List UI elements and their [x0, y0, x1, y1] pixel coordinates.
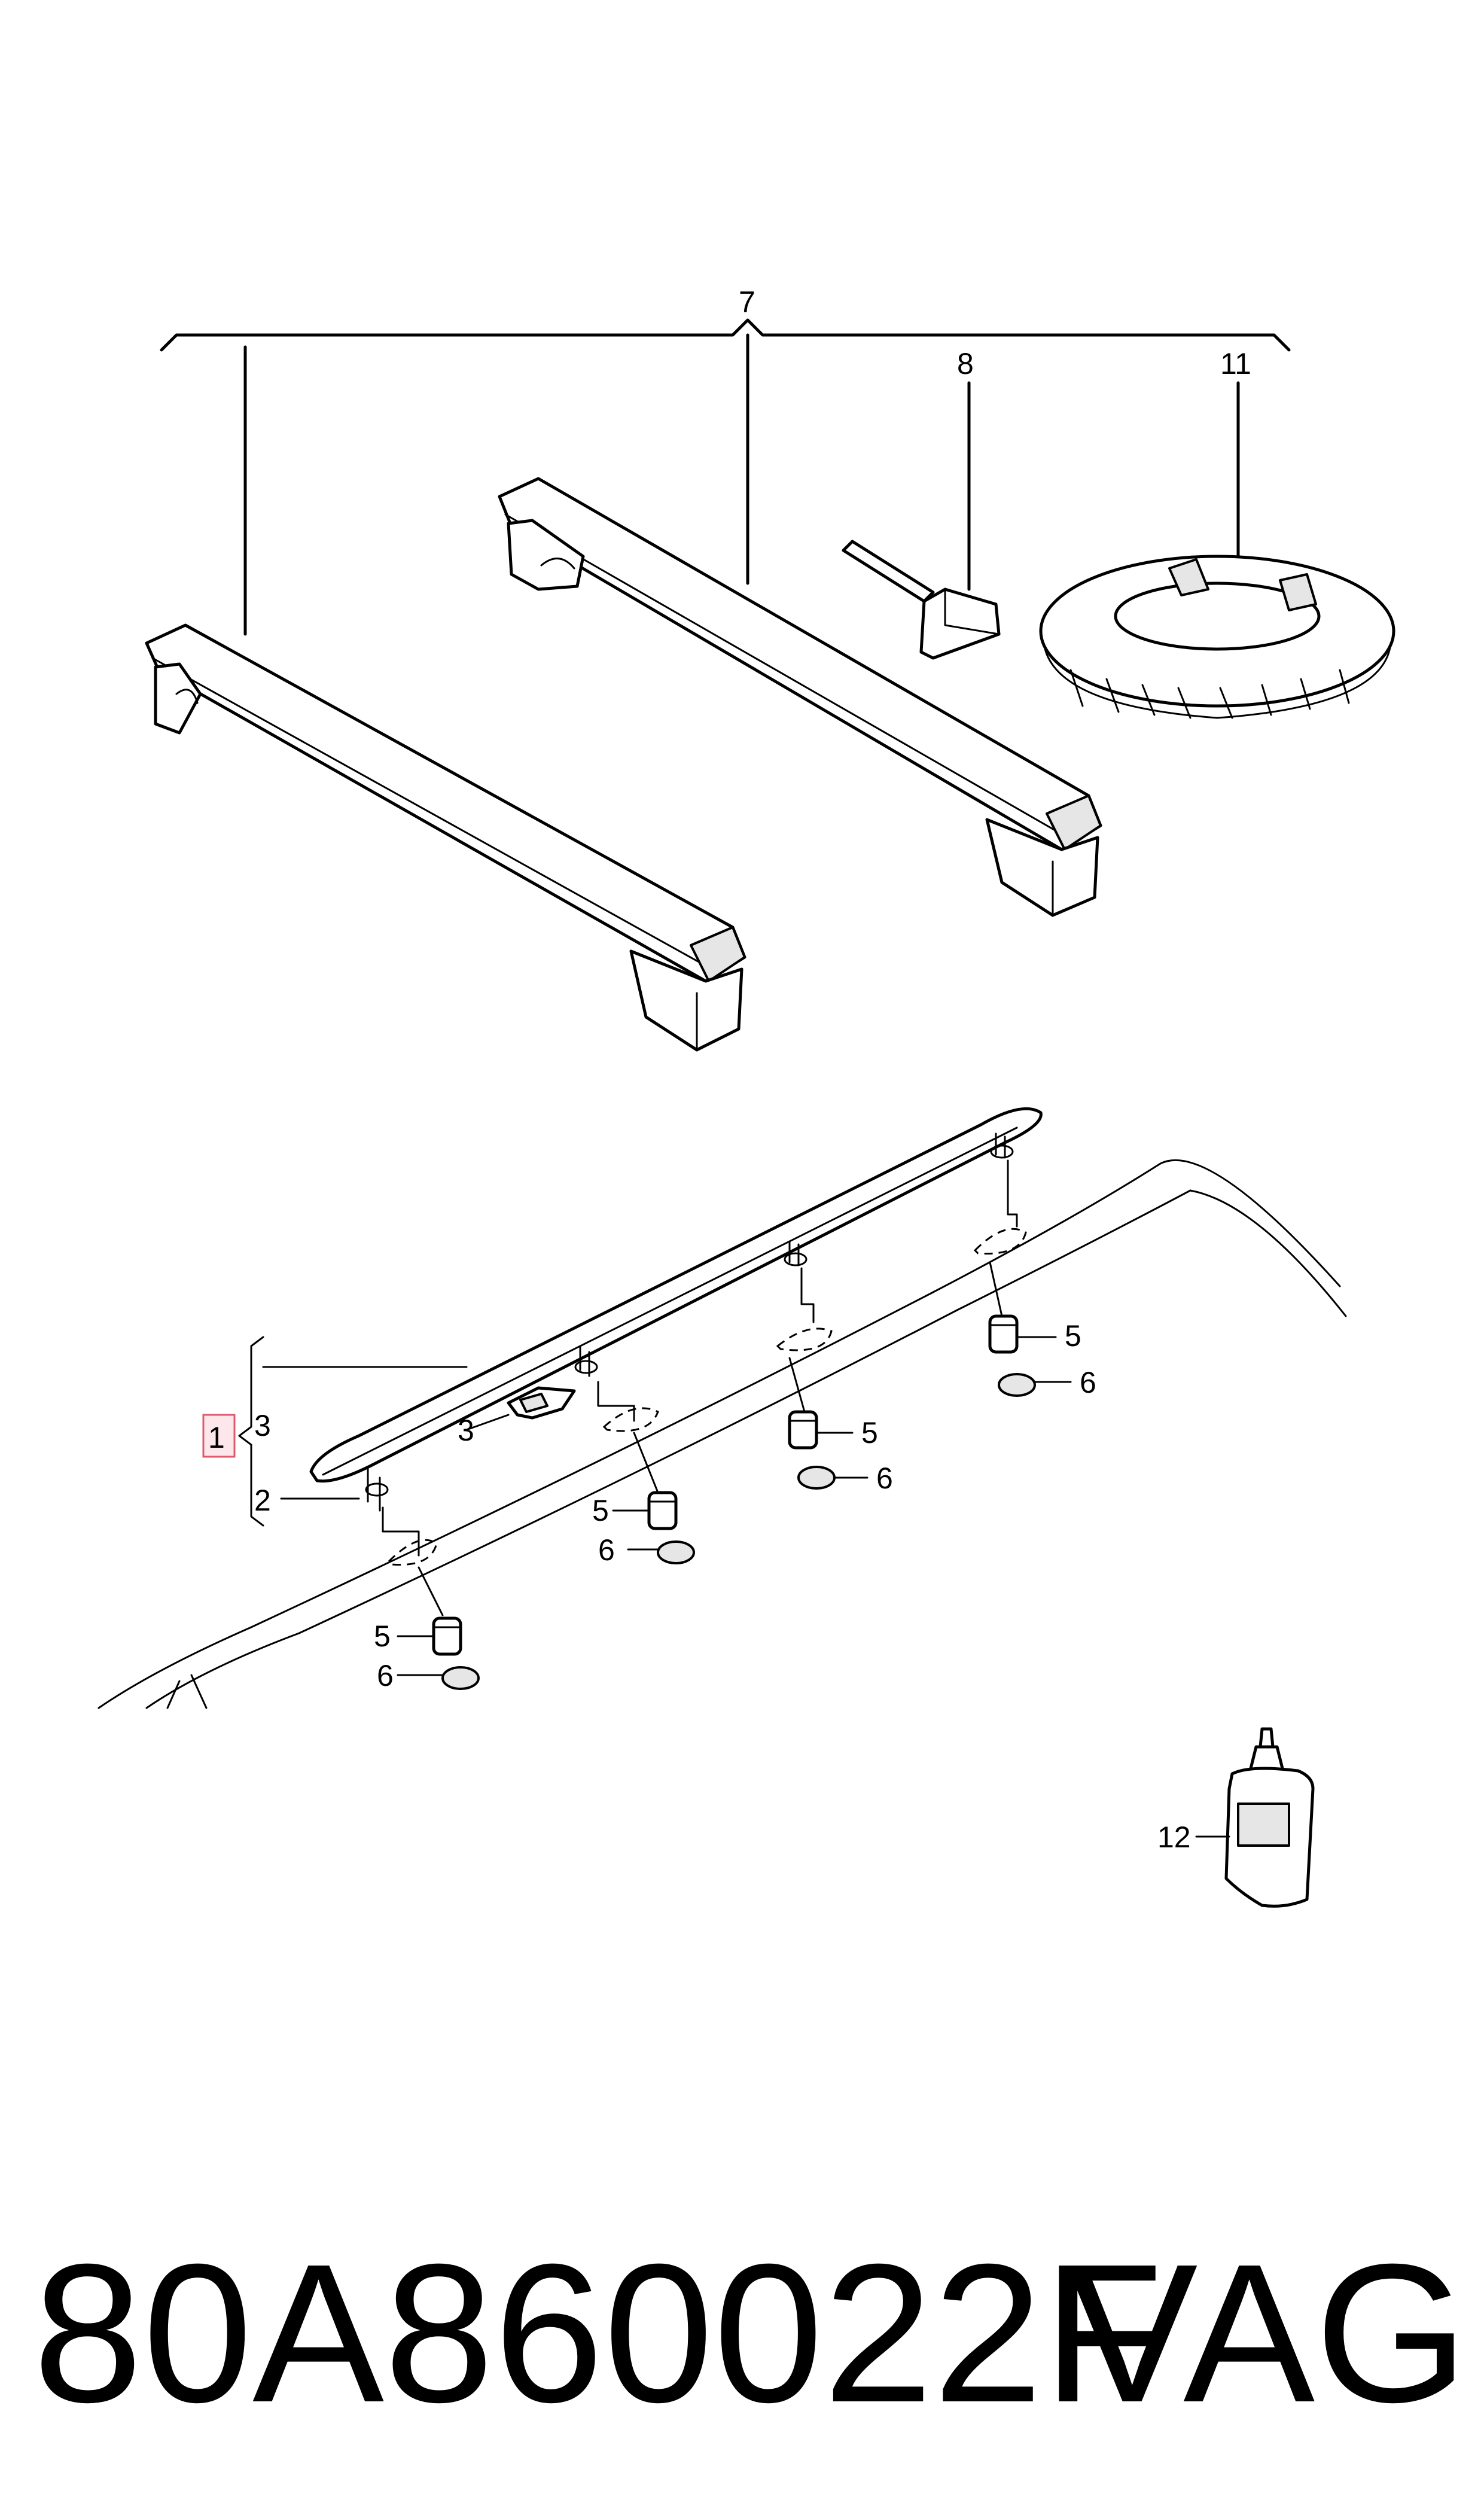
brand-label: VAG: [1066, 2222, 1468, 2443]
callout-1: 1: [208, 1421, 225, 1454]
crossbar-front: [145, 623, 746, 1052]
bracket-1: [202, 1336, 468, 1527]
roof-outline: [97, 1159, 1347, 1709]
callout-12: 12: [1157, 1820, 1191, 1854]
callout-8: 8: [957, 347, 974, 380]
callout-5-b: 5: [592, 1494, 609, 1527]
roof-rail: [309, 1107, 1043, 1483]
part-number: 80A860022F: [33, 2222, 1163, 2443]
sealant-bottle-12: [1195, 1727, 1315, 1908]
tool-8: [842, 381, 1001, 660]
callout-6-d: 6: [1080, 1366, 1096, 1399]
strap-coil-11: [1039, 381, 1395, 719]
fasteners: [397, 1314, 1072, 1690]
highlighted-callout-box: [202, 1414, 236, 1458]
footer-caption: 80A860022F VAG: [33, 2213, 1468, 2453]
clip-part-3: [465, 1386, 576, 1431]
callout-3-clip: 3: [458, 1414, 474, 1447]
callout-7: 7: [739, 285, 755, 319]
bracket-7: [160, 318, 1291, 636]
callout-6-b: 6: [598, 1533, 615, 1567]
callout-6-a: 6: [377, 1659, 394, 1692]
callout-5-d: 5: [1065, 1319, 1081, 1353]
callout-11: 11: [1220, 347, 1251, 380]
crossbar-rear: [498, 477, 1102, 917]
callout-6-c: 6: [876, 1462, 893, 1495]
mounting-points: [365, 1132, 1027, 1616]
callout-2: 2: [254, 1484, 271, 1517]
callout-3-left: 3: [254, 1409, 271, 1442]
callout-5-a: 5: [374, 1619, 391, 1653]
callout-5-c: 5: [861, 1416, 878, 1450]
